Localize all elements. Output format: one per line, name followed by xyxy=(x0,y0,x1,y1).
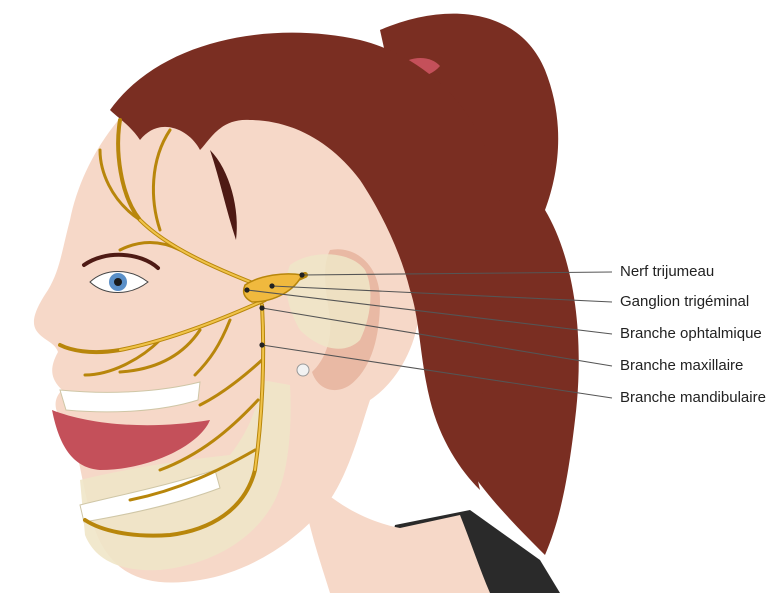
leader-dot-nerf xyxy=(299,272,304,277)
earring xyxy=(297,364,309,376)
leader-dot-ophtalmique xyxy=(244,287,249,292)
leader-dot-mandibulaire xyxy=(259,342,264,347)
label-branche-ophtalmique: Branche ophtalmique xyxy=(620,325,762,342)
leader-dot-maxillaire xyxy=(259,305,264,310)
label-branche-maxillaire: Branche maxillaire xyxy=(620,357,743,374)
label-branche-mandibulaire: Branche mandibulaire xyxy=(620,389,766,406)
leader-dot-ganglion xyxy=(269,283,274,288)
label-nerf-trijumeau: Nerf trijumeau xyxy=(620,263,714,280)
labels: Nerf trijumeau Ganglion trigéminal Branc… xyxy=(620,263,766,406)
label-ganglion-trigeminal: Ganglion trigéminal xyxy=(620,293,749,310)
